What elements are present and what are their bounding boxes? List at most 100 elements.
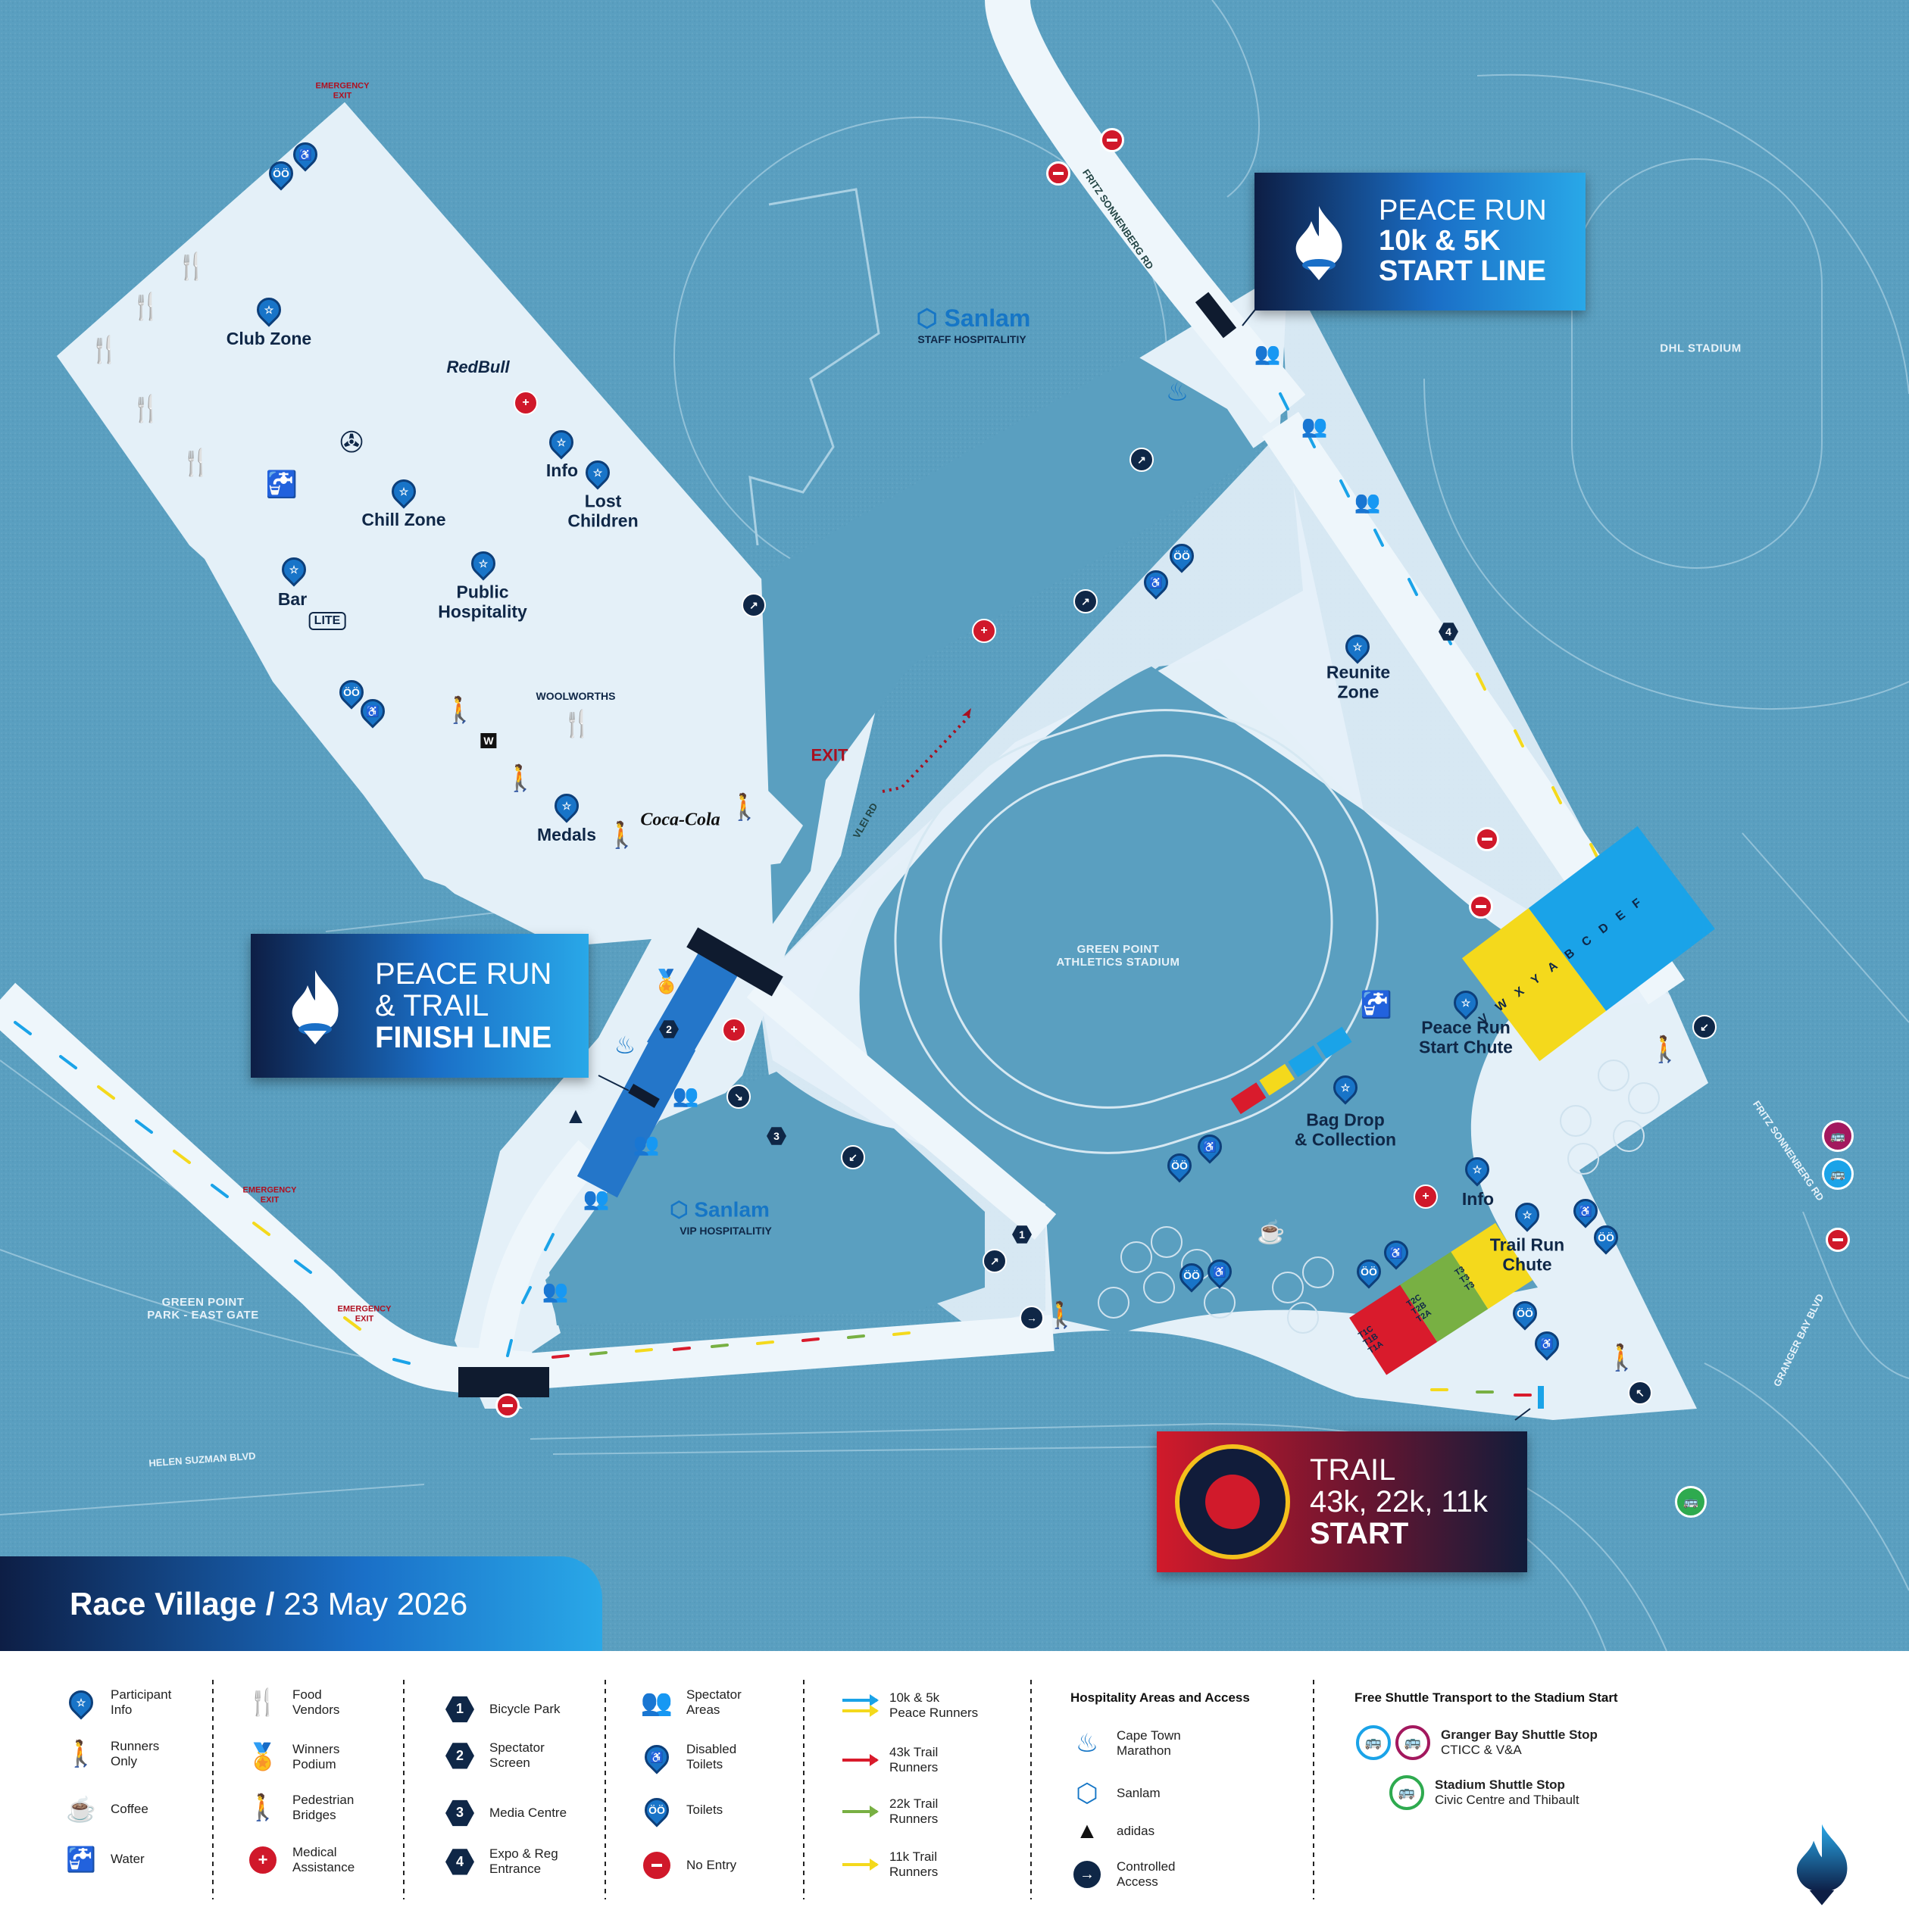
- banner-line2: 43k, 22k, 11k: [1310, 1485, 1488, 1518]
- media-centre-marker: 3: [767, 1127, 786, 1145]
- legend-label: adidas: [1117, 1823, 1155, 1838]
- medical-icon[interactable]: +: [722, 1018, 746, 1042]
- runners-only-icon: 🚶: [728, 793, 761, 822]
- 11k-route-arrow-icon: [841, 1859, 879, 1871]
- legend-label: 11k Trail Runners: [889, 1849, 939, 1880]
- banner-line3: START LINE: [1379, 254, 1546, 287]
- sanlam-vip-sub: VIP HOSPITALITIY: [680, 1225, 772, 1237]
- legend-participant-info: ☆ Participant Info: [62, 1685, 172, 1721]
- controlled-access-icon[interactable]: ↗: [983, 1249, 1007, 1273]
- legend-bicycle-park: 1 Bicycle Park: [441, 1695, 561, 1724]
- spectator-screen-marker: 2: [659, 1020, 679, 1038]
- coffee-icon: ☕: [66, 1796, 96, 1823]
- expo-entrance-marker: 4: [1439, 623, 1458, 641]
- ctm-icon: ♨: [1075, 1729, 1099, 1758]
- bicycle-park-icon: 1: [445, 1696, 474, 1723]
- legend-spectator-screen: 2 Spectator Screen: [441, 1740, 545, 1771]
- ctm-hospitality-icon: ♨: [1165, 378, 1189, 407]
- legend-shuttle-heading: Free Shuttle Transport to the Stadium St…: [1354, 1690, 1618, 1705]
- shuttle-blue-icon: 🚌: [1356, 1725, 1391, 1760]
- disabled-toilet-icon: ♿: [639, 1740, 674, 1775]
- medal-icon: 🏅: [246, 1743, 280, 1771]
- legend-label: Disabled Toilets: [686, 1742, 737, 1772]
- medical-icon[interactable]: +: [972, 619, 996, 643]
- club-zone-label: Club Zone: [226, 328, 312, 348]
- water-icon: 🚰: [1360, 991, 1393, 1019]
- runners-only-icon: 🚶: [504, 764, 537, 793]
- spectator-icon: 👥: [640, 1688, 673, 1717]
- info2-label: Info: [1461, 1188, 1495, 1209]
- peace-route-arrow-icon: [841, 1694, 879, 1718]
- dhl-stadium-label: DHL STADIUM: [1660, 342, 1742, 355]
- legend-label: Participant Info: [111, 1687, 172, 1718]
- legend-food: 🍴 Food Vendors: [244, 1687, 340, 1718]
- emergency-exit-label-1: EMERGENCY EXIT: [315, 81, 370, 100]
- lost-children-label: Lost Children: [567, 491, 639, 531]
- legend-label: 43k Trail Runners: [889, 1745, 939, 1775]
- page-title: Race Village: [70, 1585, 257, 1621]
- ctm-flame-logo-icon: [1277, 200, 1361, 283]
- sanlam-icon: ⬡: [916, 304, 945, 332]
- spectator-area-icon: 👥: [672, 1084, 699, 1107]
- controlled-access-icon[interactable]: →: [1020, 1306, 1044, 1330]
- food-icon: 🍴: [88, 336, 121, 364]
- food-icon: 🍴: [130, 292, 163, 321]
- banner-line3: FINISH LINE: [375, 1021, 552, 1054]
- legend-label: Pedestrian Bridges: [292, 1793, 355, 1823]
- no-entry-icon: [1100, 128, 1124, 152]
- no-entry-icon: [1469, 894, 1493, 919]
- 43k-route-arrow-icon: [841, 1754, 879, 1767]
- medical-icon[interactable]: +: [514, 391, 538, 415]
- legend-label: Water: [111, 1852, 145, 1866]
- granger-bay-shuttle-icon[interactable]: 🚌: [1822, 1120, 1854, 1152]
- runners-only-icon: 🚶: [605, 821, 639, 850]
- bicycle-park-marker: 1: [1012, 1225, 1032, 1244]
- medical-icon[interactable]: +: [1414, 1184, 1438, 1209]
- controlled-access-icon[interactable]: ↙: [841, 1145, 865, 1169]
- adidas-icon: ▲: [1076, 1818, 1098, 1843]
- shuttle-stop-sub: CTICC & V&A: [1441, 1743, 1522, 1757]
- banner-line2: & TRAIL: [375, 989, 489, 1022]
- food-icon: 🍴: [180, 448, 213, 477]
- shuttle-stop-title: Granger Bay Shuttle Stop: [1441, 1727, 1598, 1742]
- map-legend: ☆ Participant Info 🚶 Runners Only ☕ Coff…: [0, 1651, 1909, 1932]
- water-icon: 🚰: [265, 470, 298, 499]
- food-icon: 🍴: [175, 252, 208, 281]
- food-icon: 🍴: [561, 710, 594, 738]
- legend-label: 22k Trail Runners: [889, 1796, 939, 1827]
- legend-label: Cape Town Marathon: [1117, 1728, 1181, 1759]
- winners-podium-icon: 🏅: [652, 969, 681, 994]
- legend-label: Spectator Screen: [489, 1740, 545, 1771]
- trail-marathon-logo: [1175, 1444, 1290, 1559]
- woolworths-w-logo: W: [480, 733, 497, 748]
- legend-stadium-shuttle: 🚌 Stadium Shuttle Stop Civic Centre and …: [1389, 1775, 1579, 1810]
- food-icon: 🍴: [130, 395, 163, 423]
- controlled-access-icon[interactable]: ↖: [1628, 1381, 1652, 1405]
- public-hospitality-label: Public Hospitality: [438, 582, 527, 622]
- info-label: Info: [545, 460, 579, 480]
- controlled-access-icon[interactable]: ↗: [1073, 589, 1098, 613]
- legend-granger-shuttle: 🚌 🚌 Granger Bay Shuttle Stop CTICC & V&A: [1356, 1725, 1598, 1760]
- spectator-screen-icon: 2: [445, 1743, 474, 1769]
- runners-only-icon: 🚶: [1045, 1301, 1078, 1330]
- spectator-area-icon: 👥: [1301, 414, 1328, 438]
- legend-label: Runners Only: [111, 1739, 160, 1769]
- controlled-access-icon[interactable]: ↗: [742, 593, 766, 617]
- shuttle-green-icon: 🚌: [1389, 1775, 1424, 1810]
- ctm-flame-logo-icon: [273, 964, 357, 1047]
- legend-coffee: ☕ Coffee: [62, 1795, 148, 1824]
- controlled-access-icon[interactable]: ↘: [726, 1085, 751, 1109]
- trail-run-chute-label: Trail Run Chute: [1489, 1234, 1565, 1275]
- emergency-exit-label-3: EMERGENCY EXIT: [337, 1304, 392, 1323]
- controlled-access-icon[interactable]: ↙: [1692, 1015, 1717, 1039]
- protea-icon: [1205, 1475, 1260, 1529]
- legend-pedestrian-bridges: 🚶 Pedestrian Bridges: [244, 1793, 354, 1824]
- legend-route-11k: 11k Trail Runners: [841, 1849, 938, 1881]
- legend-disabled-toilets: ♿ Disabled Toilets: [638, 1740, 737, 1775]
- legend-expo-entrance: 4 Expo & Reg Entrance: [441, 1846, 558, 1877]
- expo-entrance-icon: 4: [445, 1849, 474, 1875]
- controlled-access-icon[interactable]: ↗: [1129, 448, 1154, 472]
- stadium-shuttle-icon[interactable]: 🚌: [1675, 1486, 1707, 1518]
- granger-bay-shuttle-icon[interactable]: 🚌: [1822, 1158, 1854, 1190]
- legend-route-22k: 22k Trail Runners: [841, 1796, 938, 1827]
